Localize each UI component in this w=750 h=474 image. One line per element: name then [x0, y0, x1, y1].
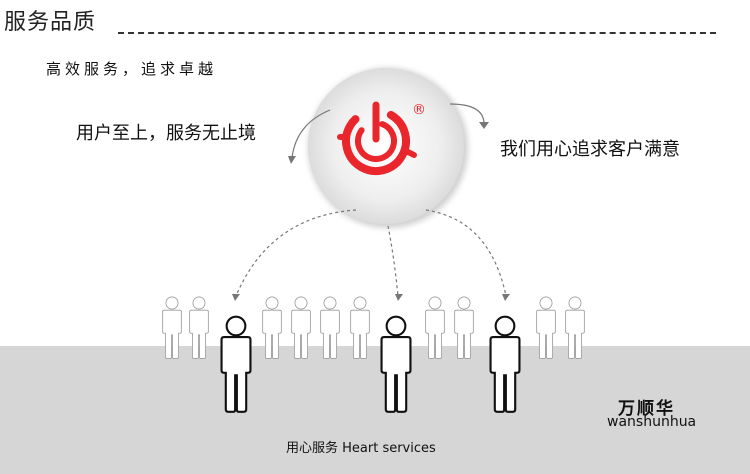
logo-icon — [337, 101, 417, 175]
logo-circle — [308, 68, 464, 224]
arrow-heads — [232, 122, 510, 301]
slogan-text: 高效服务，追求卓越 — [46, 60, 218, 78]
brand-name-en: wanshunhua — [607, 414, 697, 430]
left-slogan: 用户至上，服务无止境 — [76, 123, 256, 144]
brand-name-cn: 万顺华 — [618, 399, 675, 419]
title-dashed-divider — [118, 32, 716, 34]
footer-caption: 用心服务 Heart services — [286, 441, 436, 456]
right-slogan: 我们用心追求客户满意 — [500, 139, 680, 160]
arrow-icon — [235, 103, 507, 297]
registered-mark-icon: ® — [412, 102, 426, 118]
gray-floor — [0, 346, 750, 474]
section-title: 服务品质 — [4, 10, 97, 35]
